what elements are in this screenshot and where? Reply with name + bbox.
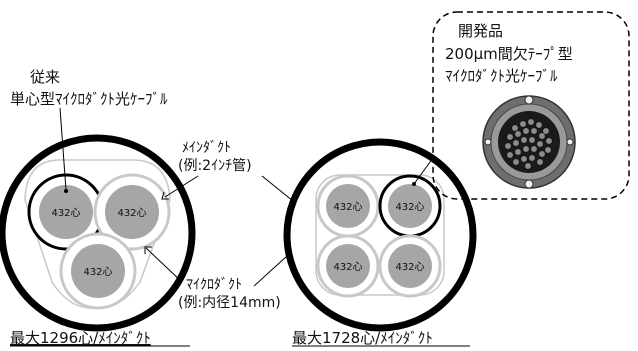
arrow-main-duct-left — [161, 191, 169, 200]
conventional-title: 従来 — [30, 68, 60, 86]
micro-duct-example: (例:内径14mm) — [178, 295, 281, 311]
core-label-right-2: 432心 — [395, 201, 424, 213]
main-duct-example: (例:2ｲﾝﾁ管) — [178, 158, 252, 174]
core-label-right-4: 432心 — [395, 261, 424, 273]
fiber-core-right-4 — [388, 244, 432, 288]
leader-dot-developed — [412, 182, 416, 186]
fiber-core-left-2 — [105, 185, 159, 239]
core-label-left-2: 432心 — [117, 207, 146, 219]
conventional-description: 単心型ﾏｲｸﾛﾀﾞｸﾄ光ｹｰﾌﾞﾙ — [10, 90, 168, 108]
fiber-strands — [504, 118, 553, 170]
strength-member-top — [524, 95, 534, 105]
core-label-left-3: 432心 — [83, 266, 112, 278]
leader-micro-duct-left — [145, 247, 183, 283]
fiber-core-right-1 — [326, 184, 370, 228]
main-duct-ring-right — [283, 138, 477, 332]
main-duct-label: ﾒｲﾝﾀﾞｸﾄ — [182, 140, 231, 156]
core-label-right-3: 432心 — [333, 261, 362, 273]
developed-title: 開発品 — [458, 22, 503, 40]
micro-duct-label: ﾏｲｸﾛﾀﾞｸﾄ — [186, 277, 242, 293]
fiber-core-right-3 — [326, 244, 370, 288]
strength-member-left — [484, 138, 492, 146]
core-label-right-1: 432心 — [333, 201, 362, 213]
conventional-max-label: 最大1296心/ﾒｲﾝﾀﾞｸﾄ — [10, 329, 151, 347]
leader-developed — [413, 157, 434, 185]
developed-callout-box — [432, 11, 630, 200]
developed-main-duct: 432心 432心 432心 432心 — [283, 138, 477, 332]
fiber-core-left-1 — [39, 185, 93, 239]
developed-description-line1: 200μm間欠ﾃｰﾌﾟ型 — [445, 45, 573, 63]
strength-member-right — [566, 138, 574, 146]
leader-conventional — [59, 107, 67, 191]
arrow-micro-duct-left — [144, 246, 152, 254]
conventional-main-duct: 432心 432心 432心 — [0, 134, 196, 332]
fiber-core-left-3 — [71, 244, 125, 298]
core-label-left-1: 432心 — [51, 207, 80, 219]
developed-description-line2: ﾏｲｸﾛﾀﾞｸﾄ光ｹｰﾌﾞﾙ — [445, 67, 558, 85]
strength-member-bottom — [524, 179, 534, 189]
fiber-core-right-2 — [388, 184, 432, 228]
bundle-outline-right — [315, 174, 445, 296]
leader-main-duct-left — [164, 175, 199, 198]
developed-max-label: 最大1728心/ﾒｲﾝﾀﾞｸﾄ — [292, 329, 433, 347]
cable-cross-section-photo — [482, 95, 576, 189]
leader-dot-conventional — [64, 189, 68, 193]
